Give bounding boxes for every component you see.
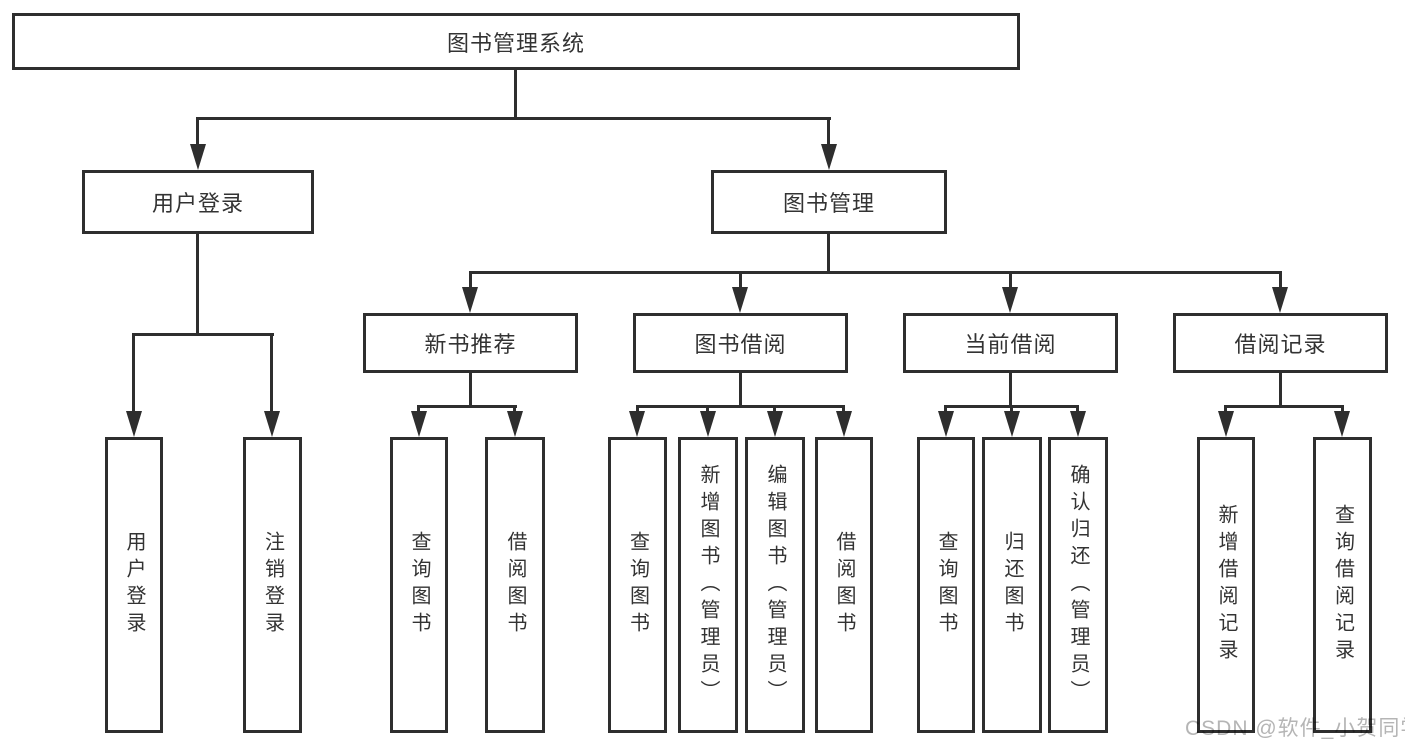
node-book-management: 图书管理	[711, 170, 947, 234]
connector-root-branch	[197, 117, 831, 120]
arrow-down-icon	[821, 144, 837, 170]
connector-root-drop-right	[827, 117, 830, 149]
leaf-edit-books-admin: 编辑图书（管理员）	[745, 437, 805, 733]
connector-records-stem	[1279, 373, 1282, 408]
leaf-borrow-books: 借阅图书	[815, 437, 873, 733]
connector-current-drop-3	[1076, 405, 1079, 415]
connector-borrow-stem	[739, 373, 742, 408]
connector-bookmgmt-stem	[827, 233, 830, 274]
connector-root-stem	[514, 70, 517, 118]
arrow-down-icon	[462, 287, 478, 313]
connector-newbook-drop-2	[513, 405, 516, 415]
node-new-book-recommendation: 新书推荐	[363, 313, 578, 373]
connector-userlogin-drop-1	[132, 333, 135, 413]
leaf-return-books: 归还图书	[982, 437, 1042, 733]
arrow-down-icon	[1218, 411, 1234, 437]
leaf-query-books: 查询图书	[390, 437, 448, 733]
arrow-down-icon	[1272, 287, 1288, 313]
connector-current-drop-2	[1010, 405, 1013, 415]
connector-userlogin-stem	[196, 233, 199, 336]
arrow-down-icon	[1334, 411, 1350, 437]
connector-userlogin-branch	[133, 333, 274, 336]
connector-borrow-drop-3	[773, 405, 776, 415]
arrow-down-icon	[700, 411, 716, 437]
connector-current-stem	[1009, 373, 1012, 408]
arrow-down-icon	[1070, 411, 1086, 437]
arrow-down-icon	[629, 411, 645, 437]
connector-bookmgmt-drop-1	[469, 271, 472, 289]
connector-newbook-stem	[469, 373, 472, 408]
node-library-management-system: 图书管理系统	[12, 13, 1020, 70]
arrow-down-icon	[767, 411, 783, 437]
node-book-borrowing: 图书借阅	[633, 313, 848, 373]
csdn-watermark: CSDN @软件_小贺同学	[1185, 717, 1405, 740]
connector-newbook-branch	[418, 405, 517, 408]
leaf-logout: 注销登录	[243, 437, 302, 733]
connector-borrow-drop-1	[636, 405, 639, 415]
arrow-down-icon	[264, 411, 280, 437]
arrow-down-icon	[732, 287, 748, 313]
leaf-add-books-admin: 新增图书（管理员）	[678, 437, 738, 733]
arrow-down-icon	[190, 144, 206, 170]
connector-bookmgmt-drop-4	[1279, 271, 1282, 289]
connector-bookmgmt-drop-3	[1009, 271, 1012, 289]
leaf-confirm-return-admin: 确认归还（管理员）	[1048, 437, 1108, 733]
connector-records-drop-2	[1341, 405, 1344, 415]
leaf-add-borrow-record: 新增借阅记录	[1197, 437, 1255, 733]
arrow-down-icon	[411, 411, 427, 437]
node-user-login: 用户登录	[82, 170, 314, 234]
leaf-user-login: 用户登录	[105, 437, 163, 733]
arrow-down-icon	[836, 411, 852, 437]
node-current-borrowing: 当前借阅	[903, 313, 1118, 373]
arrow-down-icon	[507, 411, 523, 437]
arrow-down-icon	[1004, 411, 1020, 437]
connector-userlogin-drop-2	[270, 333, 273, 413]
connector-borrow-branch	[636, 405, 845, 408]
connector-borrow-drop-4	[842, 405, 845, 415]
connector-borrow-drop-2	[706, 405, 709, 415]
arrow-down-icon	[126, 411, 142, 437]
connector-newbook-drop-1	[417, 405, 420, 415]
arrow-down-icon	[1002, 287, 1018, 313]
leaf-query-books: 查询图书	[608, 437, 667, 733]
connector-records-branch	[1225, 405, 1344, 408]
connector-bookmgmt-drop-2	[739, 271, 742, 289]
leaf-query-books: 查询图书	[917, 437, 975, 733]
connector-bookmgmt-branch	[469, 271, 1282, 274]
connector-root-drop-left	[196, 117, 199, 149]
leaf-borrow-books: 借阅图书	[485, 437, 545, 733]
node-borrowing-records: 借阅记录	[1173, 313, 1388, 373]
connector-records-drop-1	[1224, 405, 1227, 415]
arrow-down-icon	[938, 411, 954, 437]
connector-current-drop-1	[944, 405, 947, 415]
leaf-query-borrow-record: 查询借阅记录	[1313, 437, 1372, 733]
